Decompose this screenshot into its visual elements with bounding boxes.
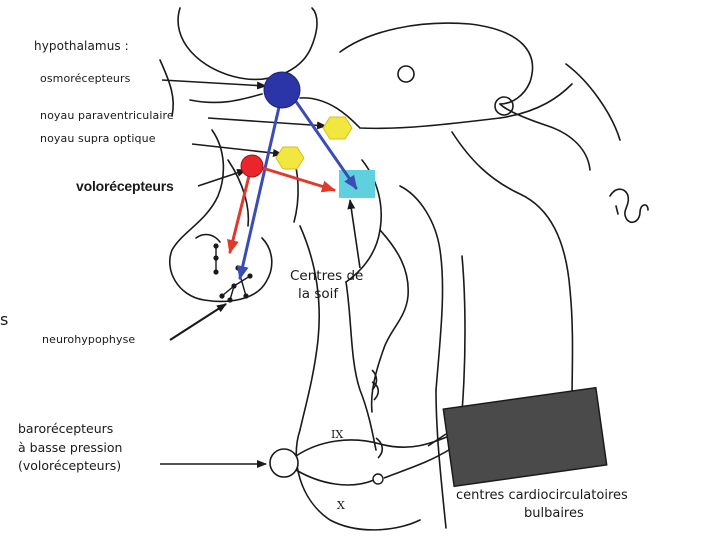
label-nerve-ix: IX xyxy=(331,429,343,440)
label-noyau-supra-optique: noyau supra optique xyxy=(40,133,156,144)
nerve-x-node xyxy=(373,474,383,484)
label-neurohypophyse: neurohypophyse xyxy=(42,334,135,345)
label-hypothalamus: hypothalamus : xyxy=(34,40,129,52)
blue-arrow-osmo-to-thirst xyxy=(288,90,356,188)
label-edge-char: s xyxy=(0,312,8,328)
paraventricular-hexagon xyxy=(323,117,352,139)
label-osmorecepteurs: osmorécepteurs xyxy=(40,73,130,84)
label-centres-soif-line2: la soif xyxy=(298,288,338,302)
pointer-neurohypophyse xyxy=(170,304,226,340)
red-arrow-volo-to-thirst xyxy=(256,166,334,190)
thirst-center-square xyxy=(339,170,375,198)
ear-node-circle xyxy=(495,97,513,115)
baroreceptor-node xyxy=(270,449,298,477)
label-barorecepteurs-line3: (volorécepteurs) xyxy=(18,460,121,473)
eye-circle xyxy=(398,66,414,82)
label-centres-cardio-line1: centres cardiocirculatoires xyxy=(456,489,628,502)
pointer-centres-soif xyxy=(350,200,360,268)
voloreceptor-node xyxy=(241,155,263,177)
label-noyau-paraventriculaire: noyau paraventriculaire xyxy=(40,110,174,121)
label-barorecepteurs-line2: à basse pression xyxy=(18,442,122,455)
osmoreceptor-node xyxy=(264,72,300,108)
bulbar-centers-box xyxy=(443,388,606,487)
label-centres-cardio-line2: bulbaires xyxy=(524,507,584,520)
label-volorecepteurs: volorécepteurs xyxy=(76,179,174,193)
pointer-osmorecepteurs xyxy=(162,80,266,86)
label-centres-soif-line1: Centres de xyxy=(290,270,363,284)
label-barorecepteurs-line1: barorécepteurs xyxy=(18,423,113,436)
supraoptic-hexagon xyxy=(276,147,304,169)
label-nerve-x: X xyxy=(337,500,345,511)
